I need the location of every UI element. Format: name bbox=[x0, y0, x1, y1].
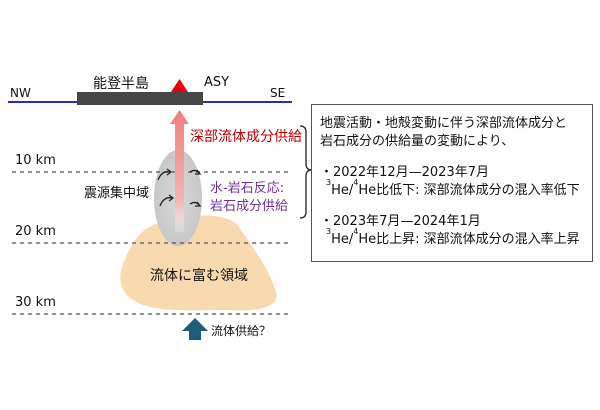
station-label: ASY bbox=[204, 75, 230, 90]
water-rock-reaction-label: 水-岩石反応: bbox=[210, 181, 285, 196]
fluid-rich-region-label: 流体に富む領域 bbox=[150, 268, 248, 284]
deep-fluid-arrow bbox=[170, 110, 189, 232]
info-intro-line-2: 岩石成分の供給量の変動により、 bbox=[320, 134, 515, 149]
period1-description: He比低下: 深部流体成分の混入率低下 bbox=[358, 183, 580, 198]
depth-label-20km: 20 km bbox=[15, 224, 56, 239]
peninsula-label: 能登半島 bbox=[93, 76, 149, 92]
he-text: He/ bbox=[331, 183, 354, 198]
period2-dates: ・2023年7月—2024年1月 bbox=[320, 214, 481, 229]
he4-superscript: 4 bbox=[353, 178, 359, 187]
noto-peninsula-bar bbox=[77, 92, 203, 105]
deep-fluid-supply-label: 深部流体成分供給 bbox=[190, 129, 302, 145]
reaction-curl-arrows bbox=[157, 168, 202, 207]
fluid-rich-region bbox=[120, 215, 277, 311]
direction-nw-label: NW bbox=[10, 86, 31, 100]
he-text: He/ bbox=[331, 232, 354, 247]
info-box: 地震活動・地殻変動に伴う深部流体成分と 岩石成分の供給量の変動により、 ・202… bbox=[311, 104, 593, 262]
period2-description: He比上昇: 深部流体成分の混入率上昇 bbox=[358, 232, 580, 247]
period1-dates: ・2022年12月—2023年7月 bbox=[320, 165, 489, 180]
he3-superscript: 3 bbox=[326, 178, 332, 187]
he4-superscript: 4 bbox=[353, 227, 359, 236]
he3-superscript: 3 bbox=[326, 227, 332, 236]
seismic-zone-label: 震源集中域 bbox=[84, 186, 150, 201]
fluid-supply-arrow bbox=[182, 318, 208, 340]
direction-se-label: SE bbox=[270, 86, 286, 100]
period1-ratio-line: 3He/4He比低下: 深部流体成分の混入率低下 bbox=[326, 178, 580, 198]
depth-label-10km: 10 km bbox=[15, 153, 56, 168]
info-intro-line-1: 地震活動・地殻変動に伴う深部流体成分と bbox=[320, 116, 568, 131]
depth-label-30km: 30 km bbox=[15, 295, 56, 310]
rock-component-supply-label: 岩石成分供給 bbox=[210, 199, 289, 214]
fluid-supply-label: 流体供給？ bbox=[211, 324, 272, 338]
period2-ratio-line: 3He/4He比上昇: 深部流体成分の混入率上昇 bbox=[326, 227, 580, 247]
asy-station-marker bbox=[171, 79, 188, 92]
